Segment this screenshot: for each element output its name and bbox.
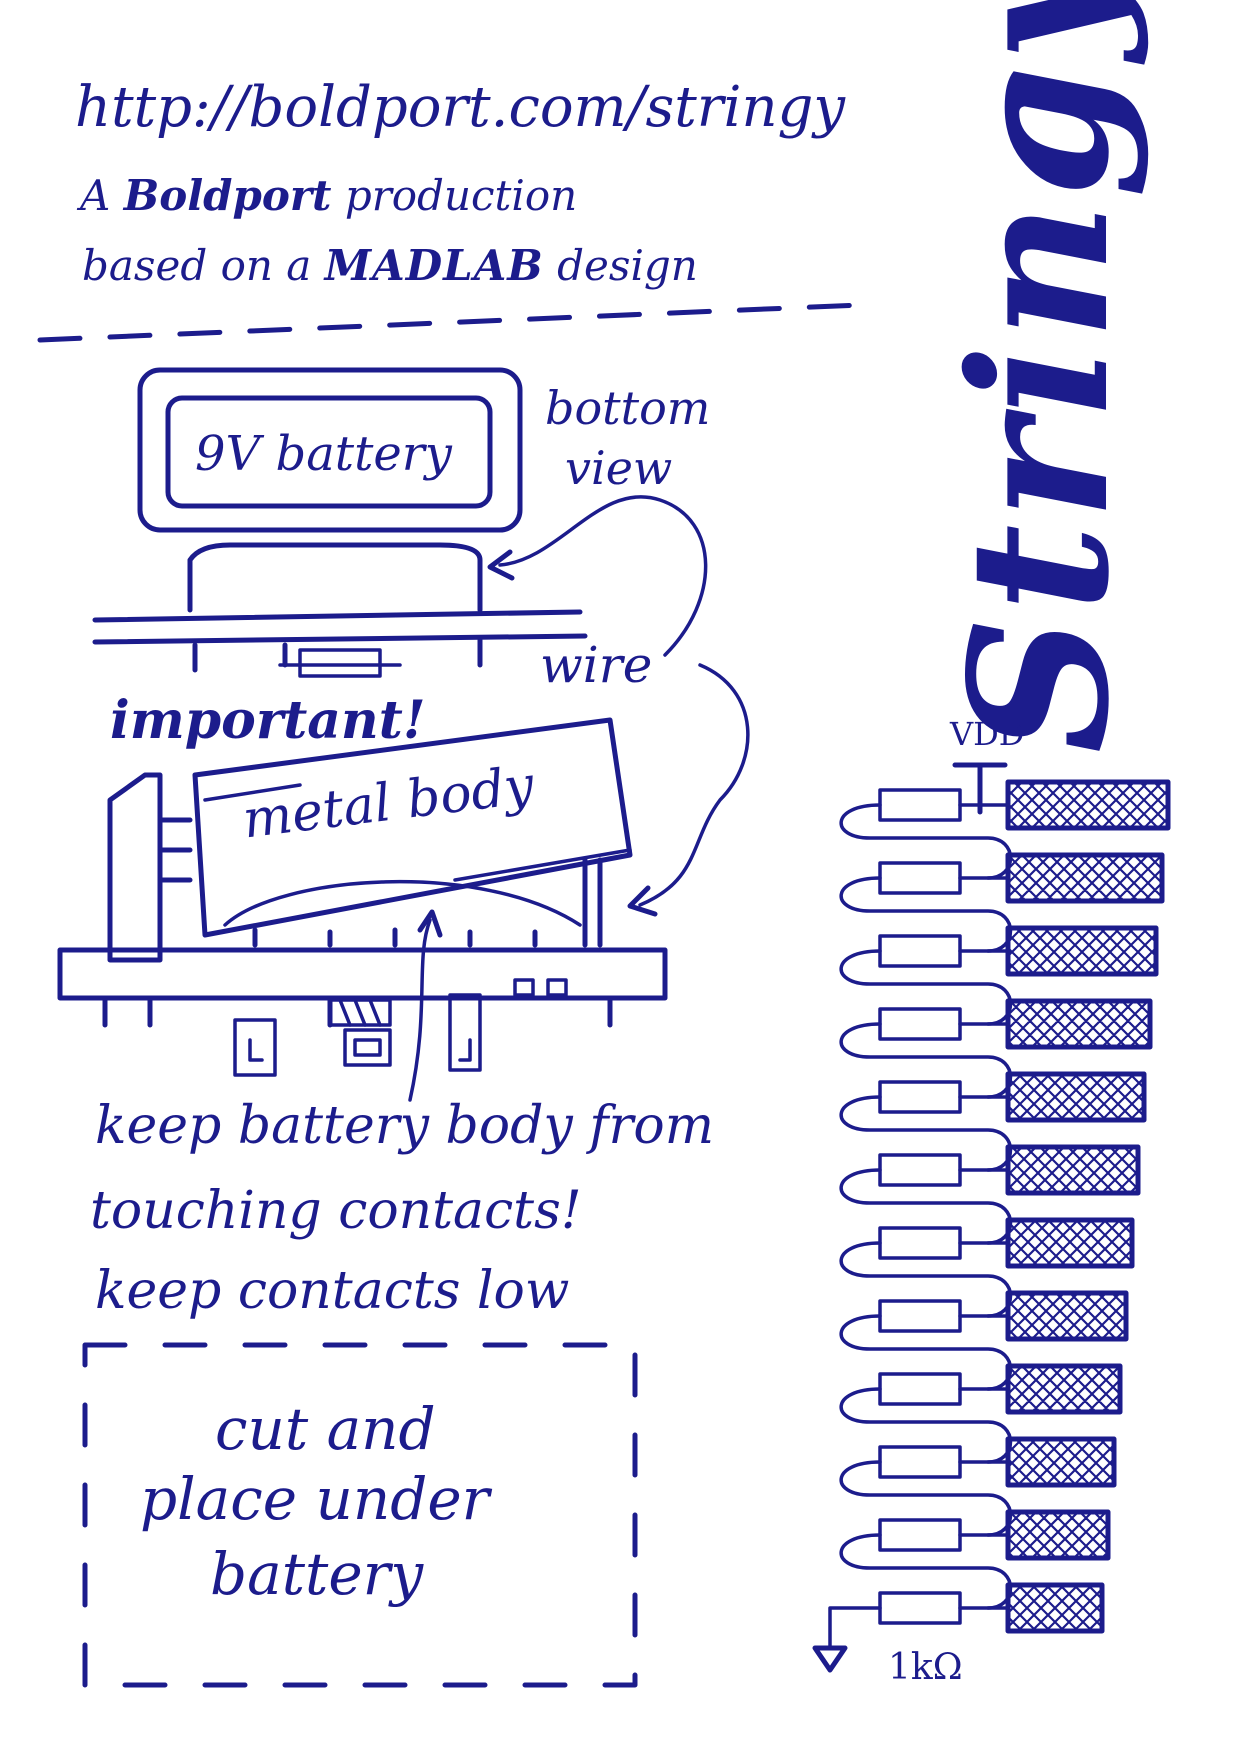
board-connector xyxy=(298,648,382,678)
led-hatch-7 xyxy=(1007,1219,1133,1267)
loop-11 xyxy=(839,1533,1013,1610)
loop-1 xyxy=(839,803,1013,880)
wire-arrow-lower xyxy=(638,663,750,907)
component-right xyxy=(448,993,482,1072)
note-line3: keep contacts low xyxy=(95,1261,570,1321)
design-brand: MADLAB xyxy=(324,241,544,290)
resistor-4 xyxy=(878,1007,962,1041)
credit-prefix: A xyxy=(80,171,111,220)
view-label-line1: bottom xyxy=(545,381,711,435)
resistor-1 xyxy=(878,788,962,822)
vdd-label: VDD xyxy=(950,715,1025,753)
led-pad-1 xyxy=(1005,779,1171,831)
resistor-6 xyxy=(878,1153,962,1187)
wire-arrowhead-lower xyxy=(627,885,658,917)
ground-wire xyxy=(828,1606,882,1650)
led-hatch-8 xyxy=(1007,1292,1127,1340)
loop-4 xyxy=(839,1022,1013,1099)
wire-arrowhead-upper xyxy=(487,549,515,581)
lower-board xyxy=(57,947,668,1001)
resistor-7 xyxy=(878,1226,962,1260)
contact-curve xyxy=(223,879,582,927)
loop-9 xyxy=(839,1387,1013,1464)
battery-clip xyxy=(187,542,483,613)
cutout-line3: battery xyxy=(210,1540,424,1608)
led-hatch-2 xyxy=(1007,854,1163,902)
resistor-value-label: 1kΩ xyxy=(888,1647,963,1688)
led-hatch-4 xyxy=(1007,1000,1151,1048)
resistor-12 xyxy=(878,1591,962,1625)
note-line1: keep battery body from xyxy=(95,1096,714,1156)
component-middle xyxy=(343,1028,392,1067)
resistor-9 xyxy=(878,1372,962,1406)
loop-8 xyxy=(839,1314,1013,1391)
ground-arrow xyxy=(812,1645,848,1673)
bottom-board xyxy=(57,909,668,1102)
top-board xyxy=(92,609,588,678)
battery-inner-frame xyxy=(165,395,493,509)
led-hatch-9 xyxy=(1007,1365,1121,1413)
design-prefix: based on a xyxy=(82,241,312,290)
resistor-3 xyxy=(878,934,962,968)
important-label: important! xyxy=(110,690,426,751)
note-line2: touching contacts! xyxy=(90,1181,582,1241)
credit-suffix: production xyxy=(344,171,578,220)
battery-outline xyxy=(137,367,523,533)
led-hatch-3 xyxy=(1007,927,1157,975)
cutout-line1: cut and xyxy=(215,1395,436,1463)
loop-5 xyxy=(839,1095,1013,1172)
component-left xyxy=(233,1018,277,1077)
cutout-box xyxy=(82,1342,638,1688)
loop-2 xyxy=(839,876,1013,953)
loop-3 xyxy=(839,949,1013,1026)
loop-6 xyxy=(839,1168,1013,1245)
led-hatch-6 xyxy=(1007,1146,1139,1194)
resistor-8 xyxy=(878,1299,962,1333)
resistor-2 xyxy=(878,861,962,895)
header-url: http://boldport.com/stringy xyxy=(75,75,845,140)
resistor-5 xyxy=(878,1080,962,1114)
view-label-line2: view xyxy=(565,441,673,495)
credit-line: A Boldport production xyxy=(80,175,577,217)
resistor-ladder-schematic xyxy=(812,762,1171,1673)
contacts-arrow xyxy=(408,918,432,1102)
led-hatch-11 xyxy=(1007,1511,1109,1559)
design-line: based on a MADLAB design xyxy=(82,245,698,287)
credit-brand: Boldport xyxy=(123,171,332,220)
led-hatch-10 xyxy=(1007,1438,1115,1486)
wire-label: wire xyxy=(540,636,653,694)
led-hatch-5 xyxy=(1007,1073,1145,1121)
resistor-11 xyxy=(878,1518,962,1552)
loop-10 xyxy=(839,1460,1013,1537)
led-hatch-1 xyxy=(1007,781,1169,829)
metal-body-outline xyxy=(192,717,633,938)
battery-label: 9V battery xyxy=(195,426,452,482)
battery-side-sketch xyxy=(107,717,633,963)
battery-sketch xyxy=(137,367,523,613)
product-title: Stringy xyxy=(928,0,1151,754)
led-hatch-12 xyxy=(1007,1584,1103,1632)
cutout-line2: place under xyxy=(140,1465,490,1533)
side-bracket xyxy=(107,772,163,963)
resistor-10 xyxy=(878,1445,962,1479)
design-suffix: design xyxy=(557,241,698,290)
loop-7 xyxy=(839,1241,1013,1318)
wire-arrow-upper xyxy=(498,495,708,657)
header-separator xyxy=(37,302,863,343)
